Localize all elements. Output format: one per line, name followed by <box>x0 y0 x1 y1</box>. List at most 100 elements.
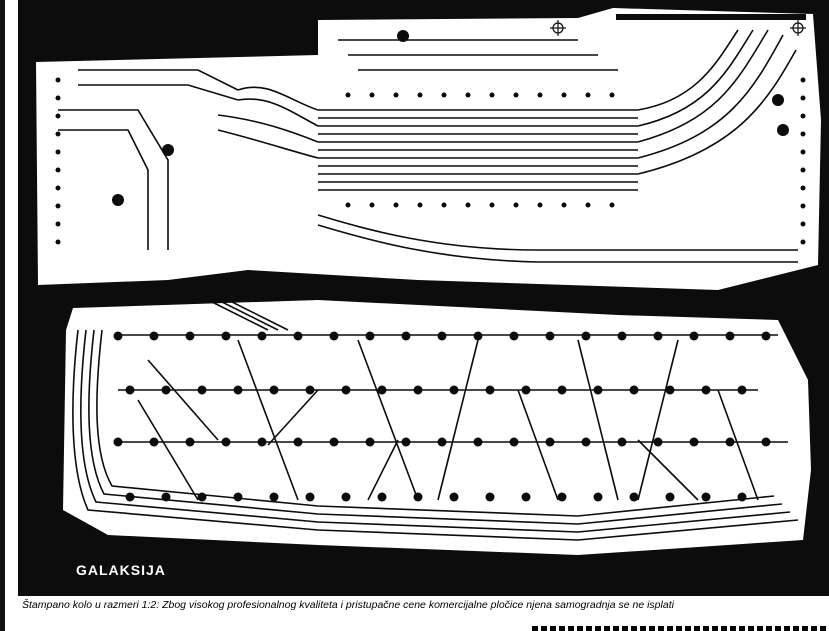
solder-pad <box>761 437 771 447</box>
solder-pad <box>161 385 171 395</box>
solder-pad <box>737 492 747 502</box>
solder-pad <box>521 492 531 502</box>
solder-pad <box>593 492 603 502</box>
solder-pad <box>537 92 543 98</box>
solder-pad <box>617 331 627 341</box>
solder-pad <box>737 385 747 395</box>
edge-connector <box>616 14 806 20</box>
solder-pad <box>437 331 447 341</box>
solder-pad <box>345 92 351 98</box>
solder-pad <box>701 385 711 395</box>
lower-board <box>63 300 811 555</box>
footer-dash-rule <box>532 626 829 631</box>
solder-pad <box>800 149 806 155</box>
solder-pad <box>417 202 423 208</box>
solder-pad <box>329 331 339 341</box>
solder-pad <box>393 92 399 98</box>
solder-pad <box>233 385 243 395</box>
solder-pad <box>800 167 806 173</box>
solder-pad <box>761 331 771 341</box>
solder-pad <box>329 437 339 447</box>
solder-pad <box>777 124 789 136</box>
solder-pad <box>665 492 675 502</box>
solder-pad <box>689 331 699 341</box>
solder-pad <box>800 95 806 101</box>
solder-pad <box>341 385 351 395</box>
solder-pad <box>772 94 784 106</box>
solder-pad <box>557 385 567 395</box>
solder-pad <box>393 202 399 208</box>
solder-pad <box>197 385 207 395</box>
solder-pad <box>113 331 123 341</box>
solder-pad <box>55 149 61 155</box>
solder-pad <box>465 202 471 208</box>
solder-pad <box>55 185 61 191</box>
solder-pad <box>149 331 159 341</box>
solder-pad <box>800 221 806 227</box>
solder-pad <box>585 92 591 98</box>
solder-pad <box>800 77 806 83</box>
solder-pad <box>377 385 387 395</box>
solder-pad <box>401 437 411 447</box>
solder-pad <box>441 92 447 98</box>
solder-pad <box>305 385 315 395</box>
solder-pad <box>545 437 555 447</box>
solder-pad <box>197 492 207 502</box>
page-edge-rule <box>0 0 5 631</box>
upper-pads <box>55 30 806 245</box>
solder-pad <box>401 331 411 341</box>
solder-pad <box>513 202 519 208</box>
solder-pad <box>161 492 171 502</box>
solder-pad <box>800 131 806 137</box>
solder-pad <box>509 437 519 447</box>
solder-pad <box>437 437 447 447</box>
solder-pad <box>800 185 806 191</box>
solder-pad <box>369 92 375 98</box>
solder-pad <box>55 239 61 245</box>
solder-pad <box>449 385 459 395</box>
solder-pad <box>257 331 267 341</box>
solder-pad <box>800 239 806 245</box>
solder-pad <box>725 437 735 447</box>
pcb-artwork: GALAKSIJA <box>18 0 829 596</box>
solder-pad <box>55 113 61 119</box>
solder-pad <box>125 385 135 395</box>
solder-pad <box>113 437 123 447</box>
solder-pad <box>55 131 61 137</box>
solder-pad <box>413 492 423 502</box>
solder-pad <box>489 92 495 98</box>
solder-pad <box>293 331 303 341</box>
solder-pad <box>269 492 279 502</box>
solder-pad <box>629 492 639 502</box>
registration-mark-icon <box>550 20 566 36</box>
solder-pad <box>441 202 447 208</box>
solder-pad <box>609 202 615 208</box>
solder-pad <box>557 492 567 502</box>
solder-pad <box>257 437 267 447</box>
registration-mark-icon <box>790 20 806 36</box>
solder-pad <box>449 492 459 502</box>
lower-pads <box>113 331 771 502</box>
solder-pad <box>112 194 124 206</box>
solder-pad <box>653 437 663 447</box>
solder-pad <box>585 202 591 208</box>
solder-pad <box>221 331 231 341</box>
solder-pad <box>55 221 61 227</box>
solder-pad <box>537 202 543 208</box>
solder-pad <box>513 92 519 98</box>
pcb-figure: GALAKSIJA <box>18 0 829 596</box>
solder-pad <box>561 92 567 98</box>
solder-pad <box>665 385 675 395</box>
solder-pad <box>55 203 61 209</box>
solder-pad <box>509 331 519 341</box>
solder-pad <box>369 202 375 208</box>
solder-pad <box>609 92 615 98</box>
solder-pad <box>377 492 387 502</box>
solder-pad <box>55 95 61 101</box>
solder-pad <box>485 492 495 502</box>
solder-pad <box>185 331 195 341</box>
solder-pad <box>55 167 61 173</box>
solder-pad <box>149 437 159 447</box>
solder-pad <box>473 437 483 447</box>
solder-pad <box>725 331 735 341</box>
